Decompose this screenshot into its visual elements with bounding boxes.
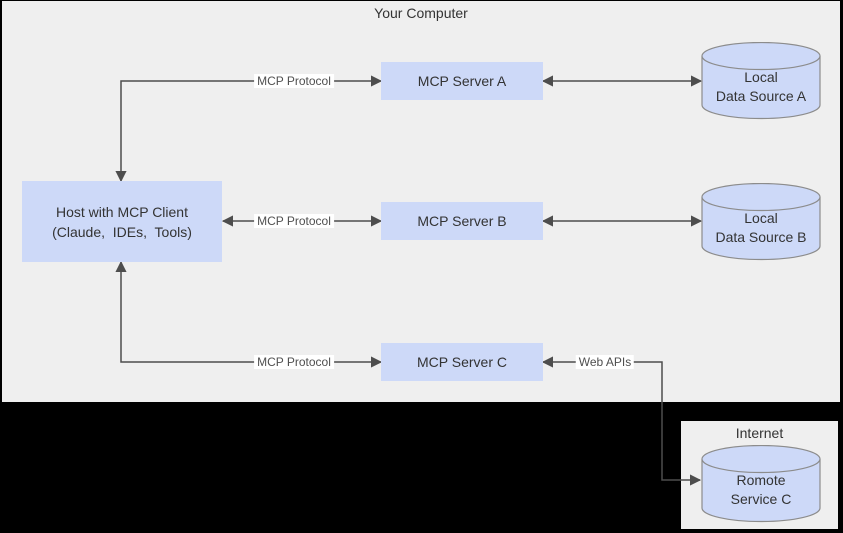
local-data-source-a-label: Local Data Source A bbox=[715, 69, 807, 104]
mcp-server-a-label: MCP Server A bbox=[417, 73, 507, 89]
web-apis-label: Web APIs bbox=[575, 355, 635, 369]
mcp-protocol-label-a: MCP Protocol bbox=[254, 74, 334, 88]
mcp-server-c-label: MCP Server C bbox=[417, 354, 507, 370]
mcp-server-b-label: MCP Server B bbox=[417, 213, 507, 229]
local-data-source-b-node: Local Data Source B bbox=[701, 183, 821, 261]
local-data-source-a-node: Local Data Source A bbox=[701, 42, 821, 120]
remote-service-c-label: Romote Service C bbox=[730, 472, 792, 507]
mcp-server-a-node: MCP Server A bbox=[381, 62, 543, 100]
database-cylinder-icon bbox=[701, 42, 821, 120]
database-cylinder-icon bbox=[701, 445, 821, 523]
database-cylinder-icon bbox=[701, 183, 821, 261]
remote-service-c-node: Romote Service C bbox=[701, 445, 821, 523]
internet-label: Internet bbox=[735, 425, 784, 441]
host-with-mcp-client-node: Host with MCP Client (Claude, IDEs, Tool… bbox=[22, 181, 222, 262]
mcp-server-c-node: MCP Server C bbox=[381, 343, 543, 381]
your-computer-label: Your Computer bbox=[374, 5, 468, 21]
mcp-protocol-label-b: MCP Protocol bbox=[254, 214, 334, 228]
host-node-label: Host with MCP Client (Claude, IDEs, Tool… bbox=[52, 203, 192, 240]
mcp-protocol-label-c: MCP Protocol bbox=[254, 355, 334, 369]
local-data-source-b-label: Local Data Source B bbox=[715, 210, 807, 245]
mcp-server-b-node: MCP Server B bbox=[381, 202, 543, 240]
